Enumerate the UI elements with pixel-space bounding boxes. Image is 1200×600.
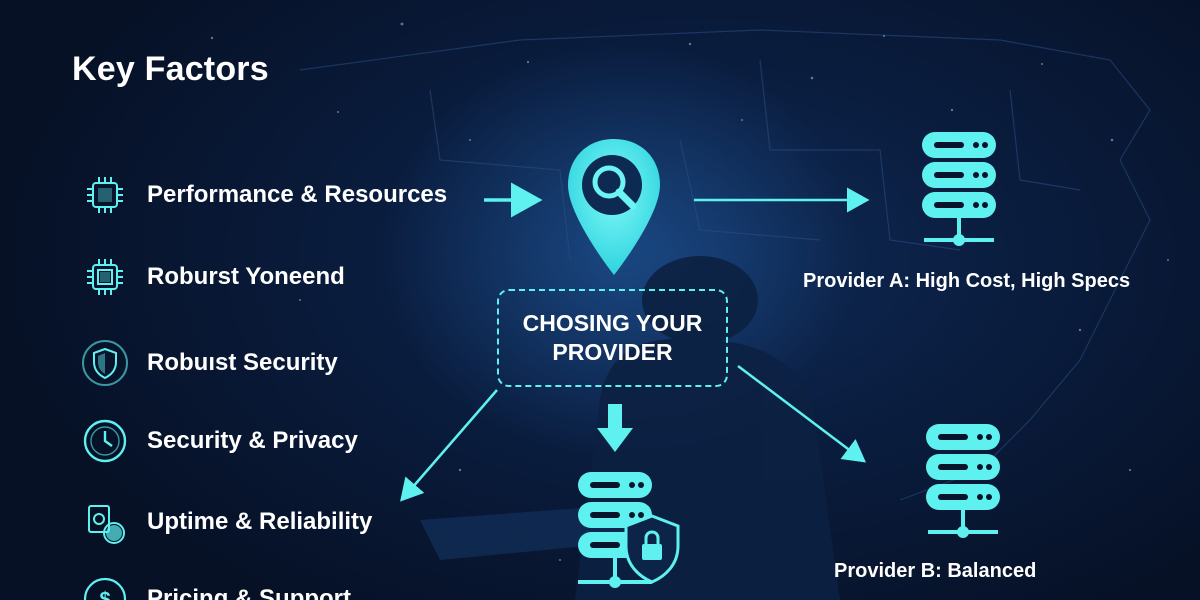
svg-text:$: $ [99,589,110,600]
arrow-to-provider-b [737,365,866,463]
shield-icon [80,338,130,388]
provider-b-server-icon[interactable] [912,420,1012,548]
provider-b-label: Provider B: Balanced [834,560,1037,582]
factor-pricing[interactable]: $ Pricing & Support [80,574,500,600]
arrow-down-thick [597,404,633,452]
uptime-gear-icon [80,497,130,547]
factor-performance[interactable]: Performance & Resources [80,170,500,220]
factor-label: Performance & Resources [147,181,448,208]
factor-label: Uptime & Reliability [147,508,373,535]
provider-a-label: Provider A: High Cost, High Specs [803,270,1131,292]
factor-yoneend[interactable]: Roburst Yoneend [80,252,500,302]
page-title: Key Factors [72,50,269,88]
location-search-icon [562,135,666,281]
provider-a-server-icon[interactable] [908,128,1008,256]
factor-label: Security & Privacy [147,427,358,454]
factor-label: Robuıst Security [147,349,338,376]
factor-uptime[interactable]: Uptime & Reliability [80,497,500,547]
cpu-chip-icon [80,252,130,302]
factor-security[interactable]: Robuıst Security [80,338,500,388]
center-label: CHOSING YOUR PROVIDER [522,310,703,365]
server-icon [922,132,996,246]
server-icon [926,424,1000,538]
choosing-provider-box[interactable]: CHOSING YOUR PROVIDER [497,289,728,387]
cpu-chip-icon [80,170,130,220]
factor-label: Roburst Yoneend [147,263,345,290]
factor-label: Pricing & Support [147,585,351,600]
dollar-icon: $ [80,574,130,600]
arrow-to-left [400,389,498,502]
secure-server-icon[interactable] [568,466,688,600]
lock-shield-icon [624,514,680,584]
factor-security-privacy[interactable]: Security & Privacy [80,416,500,466]
clock-icon [80,416,130,466]
